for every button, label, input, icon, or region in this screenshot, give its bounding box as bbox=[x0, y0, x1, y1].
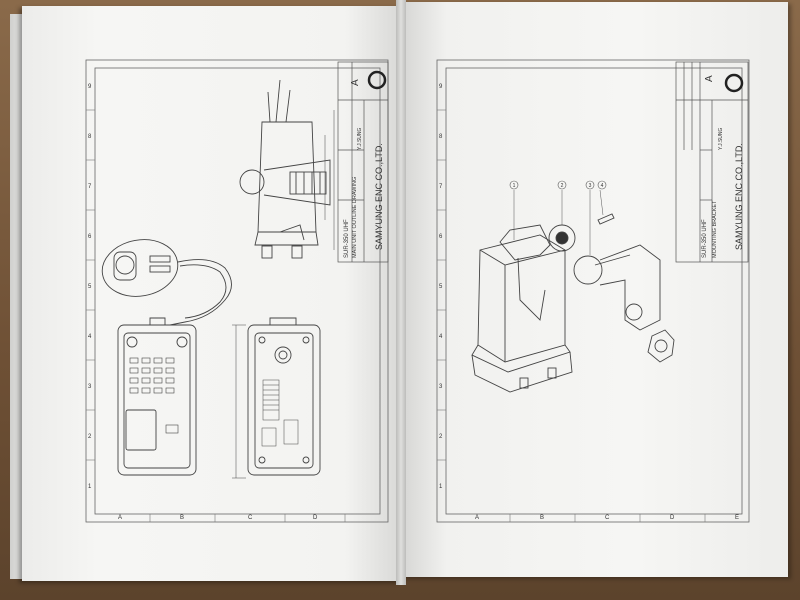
right-col-A: A bbox=[475, 515, 479, 521]
right-row-ticks bbox=[437, 109, 706, 522]
left-row-ticks bbox=[86, 109, 346, 522]
left-col-B: B bbox=[180, 515, 184, 521]
right-page bbox=[400, 2, 788, 577]
left-company: SAMYUNG ENC CO.,LTD. bbox=[374, 143, 384, 250]
left-drawn-by: Y.J.SUNG bbox=[357, 127, 363, 150]
left-col-D: D bbox=[313, 515, 318, 521]
left-page bbox=[22, 6, 402, 581]
left-row-3: 3 bbox=[88, 384, 92, 390]
mounting-bracket bbox=[573, 244, 661, 331]
left-row-5: 5 bbox=[88, 284, 92, 290]
book-gutter bbox=[396, 0, 406, 585]
callout-2: 2 bbox=[561, 183, 564, 189]
mounting-screw bbox=[597, 213, 615, 225]
left-title-block bbox=[337, 61, 389, 263]
right-col-D: D bbox=[670, 515, 675, 521]
left-col-A: A bbox=[118, 515, 122, 521]
left-sheet-frame bbox=[85, 59, 389, 523]
right-col-C: C bbox=[605, 515, 610, 521]
exploded-radio-body bbox=[471, 224, 573, 393]
right-company: SAMYUNG ENC CO.,LTD. bbox=[734, 143, 744, 250]
left-row-labels: 9 8 7 6 5 4 3 2 1 bbox=[88, 84, 92, 490]
unit-side-view bbox=[239, 79, 335, 259]
right-row-9: 9 bbox=[439, 84, 443, 90]
left-drawing-title: MAIN UNIT OUTLINE DRAWING bbox=[352, 177, 358, 258]
left-row-8: 8 bbox=[88, 134, 92, 140]
callout-circles bbox=[509, 180, 607, 190]
radio-front-panel bbox=[117, 317, 197, 476]
callout-3: 3 bbox=[589, 183, 592, 189]
right-drawn-by: Y.J.SUNG bbox=[718, 127, 724, 150]
left-row-1: 1 bbox=[88, 484, 92, 490]
right-row-5: 5 bbox=[439, 284, 443, 290]
callout-leaders bbox=[513, 189, 604, 255]
right-title-block bbox=[675, 61, 749, 263]
right-row-6: 6 bbox=[439, 234, 443, 240]
callout-1: 1 bbox=[513, 183, 516, 189]
callout-4: 4 bbox=[601, 183, 604, 189]
right-col-B: B bbox=[540, 515, 544, 521]
right-sheet-frame bbox=[436, 59, 750, 523]
right-row-4: 4 bbox=[439, 334, 443, 340]
right-row-labels: 9 8 7 6 5 4 3 2 1 bbox=[439, 84, 443, 490]
spare-knob bbox=[647, 329, 675, 363]
left-col-C: C bbox=[248, 515, 253, 521]
handset-mic bbox=[101, 239, 232, 326]
left-model: SUR-350 UHF bbox=[344, 219, 350, 258]
left-row-4: 4 bbox=[88, 334, 92, 340]
mounting-knob bbox=[548, 224, 576, 252]
right-col-E: E bbox=[735, 515, 739, 521]
left-row-2: 2 bbox=[88, 434, 92, 440]
right-row-2: 2 bbox=[439, 434, 443, 440]
right-row-3: 3 bbox=[439, 384, 443, 390]
right-row-8: 8 bbox=[439, 134, 443, 140]
radio-rear-view bbox=[232, 317, 321, 479]
left-revision: A bbox=[350, 79, 361, 86]
left-row-7: 7 bbox=[88, 184, 92, 190]
right-revision: A bbox=[704, 75, 715, 82]
right-row-7: 7 bbox=[439, 184, 443, 190]
left-row-6: 6 bbox=[88, 234, 92, 240]
right-row-1: 1 bbox=[439, 484, 443, 490]
left-row-9: 9 bbox=[88, 84, 92, 90]
right-model: SUR-350 UHF bbox=[702, 219, 708, 258]
right-drawing-title: MOUNTING BRACKET bbox=[712, 200, 718, 258]
